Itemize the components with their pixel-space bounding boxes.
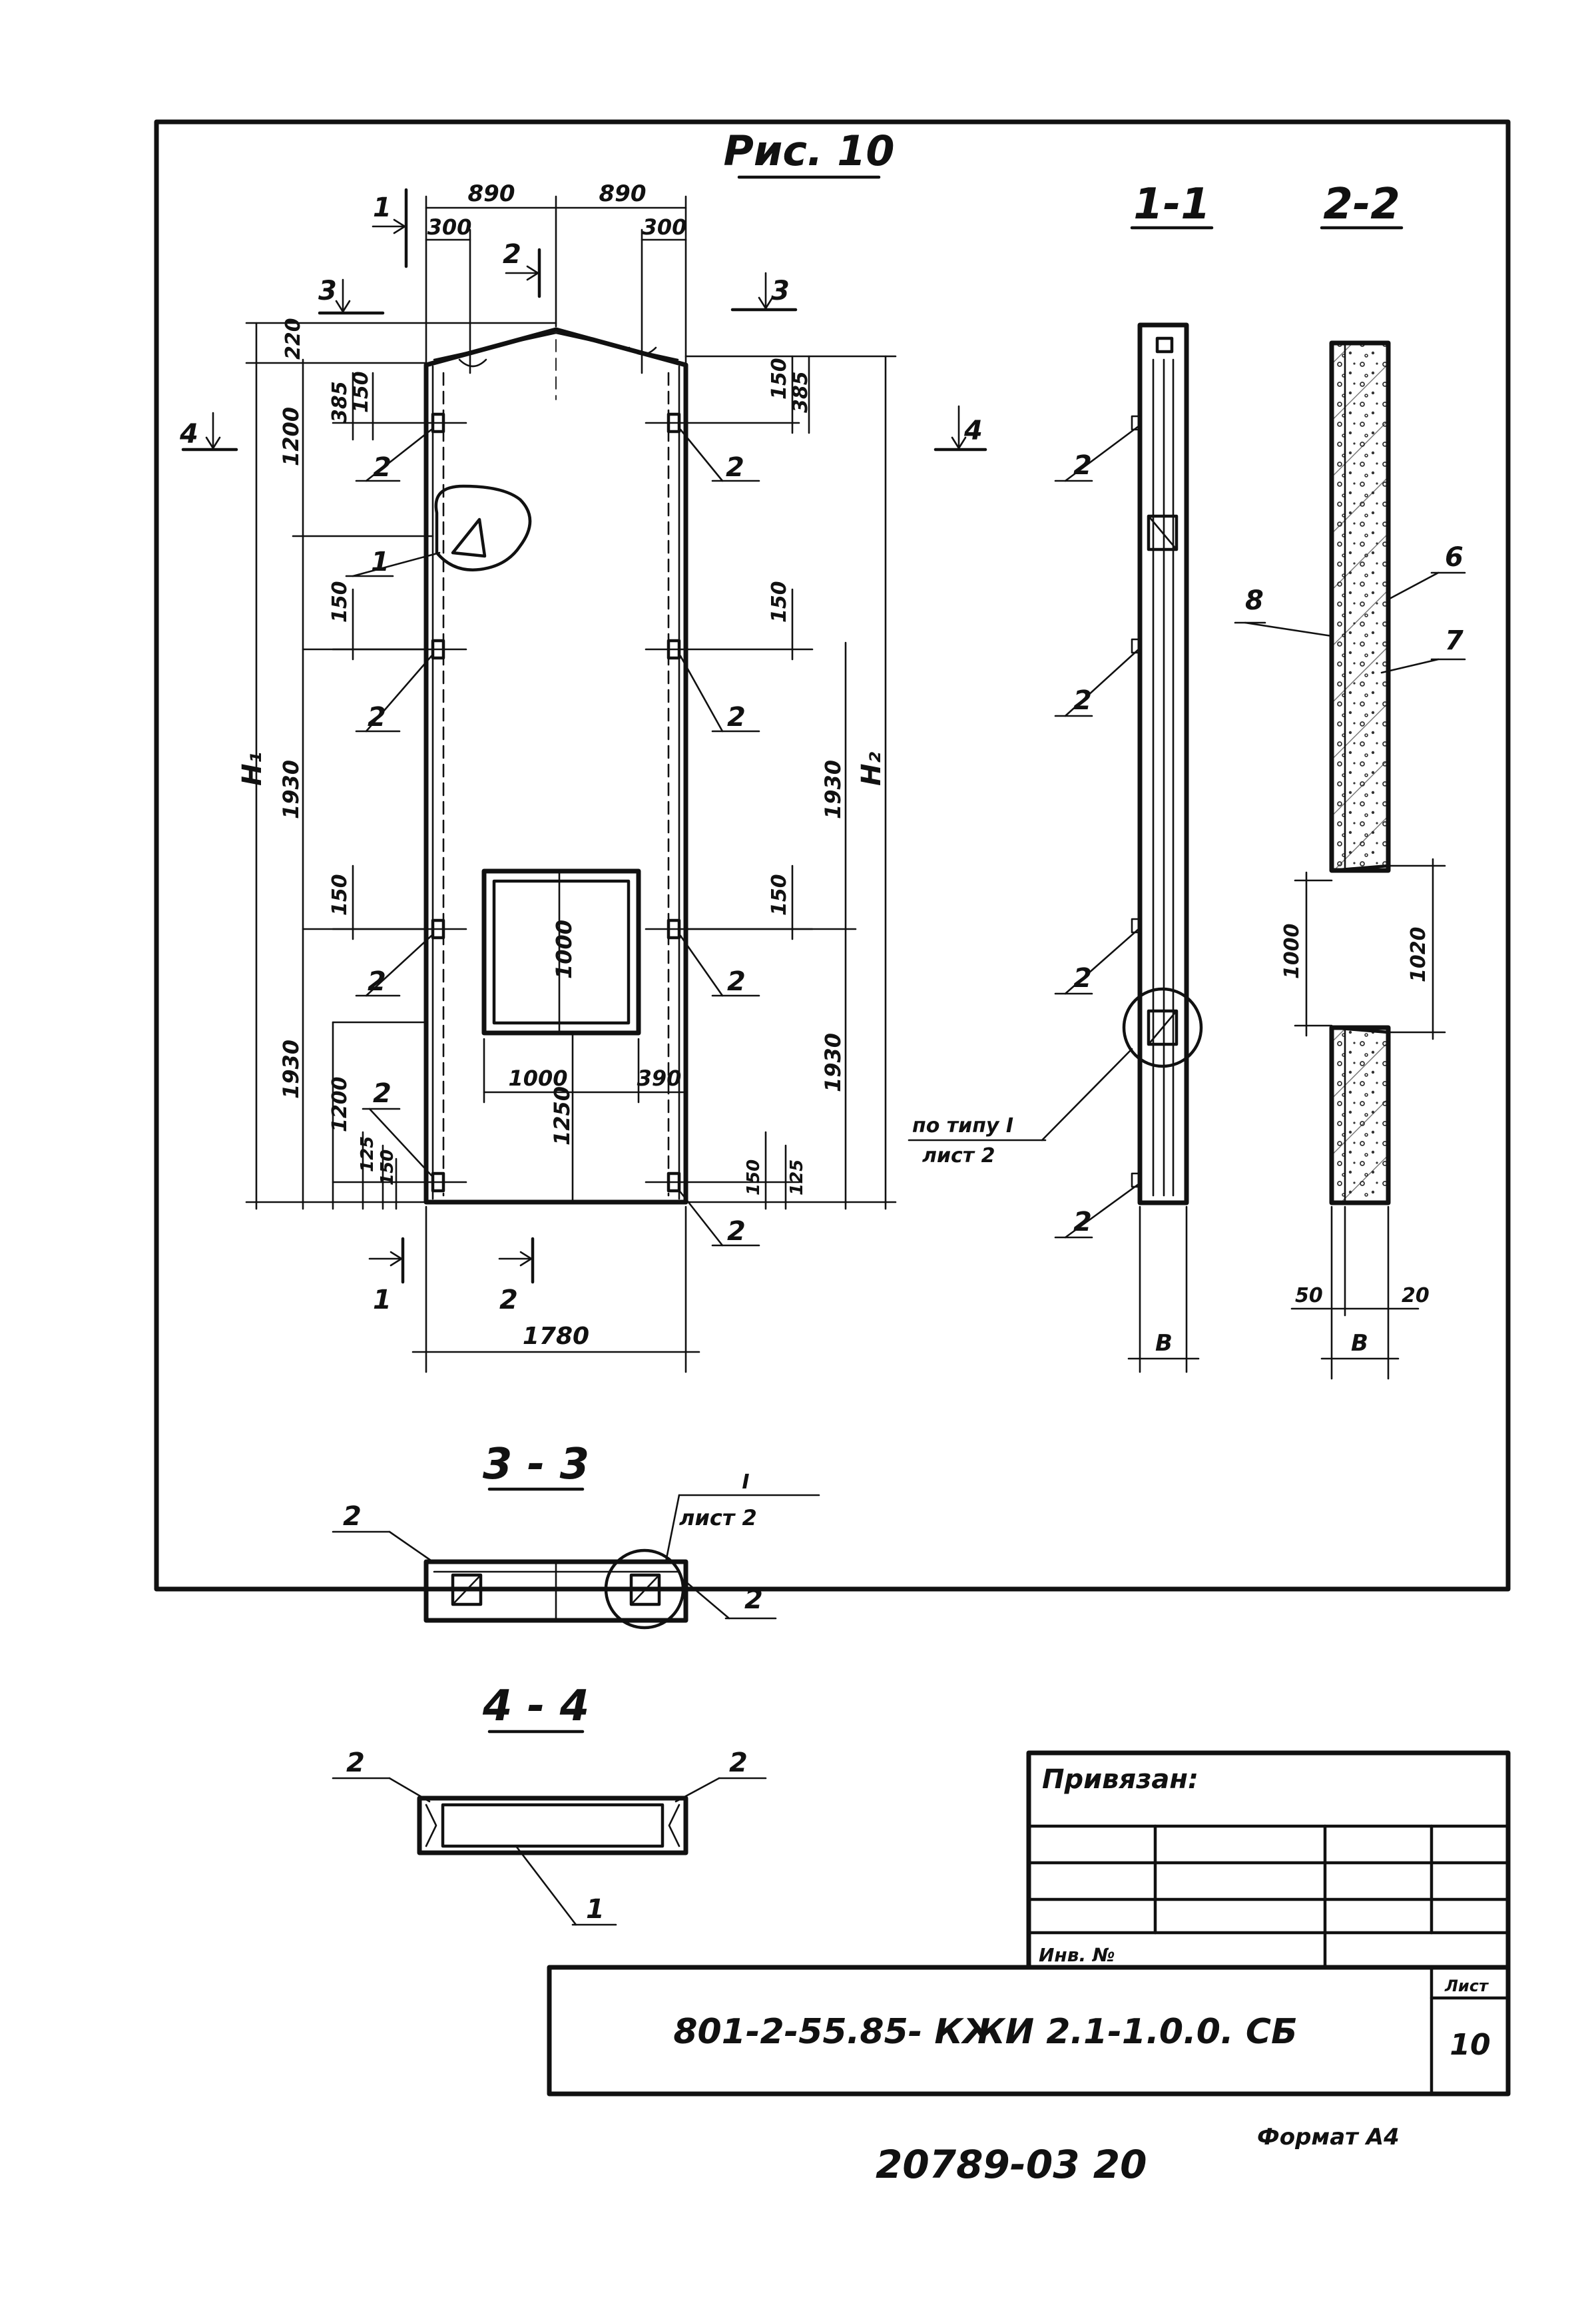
detail-circle-3-3 (604, 1548, 685, 1630)
section-2-2: 2-2 8 6 7 1000 1020 50 20 (1234, 180, 1466, 1380)
section-3-3: 3 - 3 2 2 I лист 2 (332, 1440, 820, 1630)
window-opening (481, 868, 641, 1036)
section-11-width: B (1155, 1330, 1173, 1357)
dim-top-890-left: 890 (468, 180, 515, 207)
callout-2-b: 2 (726, 452, 744, 483)
format-label: Формат А4 (1257, 2124, 1400, 2150)
dim-left-385: 385 (328, 381, 352, 423)
dim-left-1200-b: 1200 (328, 1077, 352, 1133)
title-block: Привязан: Инв. № 801-2-55.85- КЖИ 2.1-1.… (547, 1750, 1511, 2097)
section-title-1-1: 1-1 (1133, 180, 1210, 229)
callout-2-a: 2 (373, 452, 392, 483)
section-4-4: 4 - 4 2 2 1 (332, 1682, 767, 1926)
callout-2-h: 2 (727, 1216, 746, 1247)
callout-22-7: 7 (1445, 625, 1463, 656)
section-1-1: 1-1 2 2 2 2 по типу I лист 2 (908, 180, 1214, 1373)
dim-22-20: 20 (1402, 1284, 1430, 1307)
cut-mark-4-right: 4 (963, 416, 983, 446)
dim-right-150-d: 150 (744, 1159, 764, 1195)
dim-right-150-c: 150 (768, 874, 791, 916)
dim-left-125: 125 (358, 1136, 378, 1172)
cut-mark-2-top: 2 (503, 239, 521, 270)
callout-2-f: 2 (727, 966, 746, 997)
callout-2-e: 2 (368, 966, 386, 997)
dim-left-150-c: 150 (328, 874, 352, 916)
dim-right-150-b: 150 (768, 581, 791, 623)
dim-top-300-right: 300 (643, 214, 687, 240)
panel-elevation (332, 327, 814, 1205)
dim-window-sill: 1250 (549, 1086, 575, 1146)
note-33-line2: лист 2 (679, 1505, 757, 1530)
cut-mark-3-right: 3 (771, 276, 790, 306)
dim-22-50: 50 (1295, 1284, 1323, 1307)
callout-2-c: 2 (368, 702, 386, 733)
dim-left-150-b: 150 (328, 581, 352, 623)
dim-right-150-a: 150 (768, 358, 791, 400)
height-label-h2: H₂ (856, 752, 887, 786)
callout-11-2-c: 2 (1073, 963, 1092, 994)
dim-bottom-1780: 1780 (523, 1323, 589, 1350)
dim-left-1200-a: 1200 (278, 407, 304, 466)
section-title-2-2: 2-2 (1323, 180, 1400, 229)
callout-1: 1 (371, 547, 390, 577)
elevation-dimensions: 890 890 300 300 220 385 150 1200 150 193… (237, 180, 897, 1373)
cut-mark-1-bottom: 1 (373, 1285, 392, 1315)
stamp-number-visible: 20789-03 20 (876, 2142, 1147, 2187)
dim-left-150-a: 150 (350, 371, 373, 413)
section-22-width: B (1351, 1330, 1368, 1357)
sheet-frame (154, 119, 1511, 1592)
dim-22-1020: 1020 (1407, 927, 1430, 983)
height-label-h1: H₁ (237, 752, 268, 786)
callout-11-2-a: 2 (1073, 450, 1092, 481)
dim-right-1930-b: 1930 (820, 1033, 846, 1092)
section-cut-marks: 1 2 3 4 1 2 3 4 (179, 188, 987, 1315)
figure-title: Рис. 10 (723, 127, 894, 175)
callout-44-2-right: 2 (729, 1748, 748, 1778)
dim-window-offset: 390 (637, 1066, 682, 1091)
cut-mark-2-bottom: 2 (499, 1285, 518, 1315)
callout-22-8: 8 (1245, 585, 1264, 616)
dim-window-height: 1000 (551, 920, 577, 979)
callout-2-d: 2 (727, 702, 746, 733)
cutaway-detail (434, 484, 532, 571)
section-title-4-4: 4 - 4 (482, 1682, 589, 1731)
dim-left-1930-a: 1930 (278, 760, 304, 819)
section-4-4-body (417, 1796, 688, 1855)
callout-22-6: 6 (1445, 542, 1463, 573)
dim-left-220: 220 (282, 318, 305, 360)
callout-33-2-right: 2 (744, 1584, 763, 1615)
dim-window-width: 1000 (508, 1066, 567, 1091)
dim-left-150-d: 150 (378, 1149, 398, 1185)
callout-44-1: 1 (586, 1894, 605, 1925)
dim-right-385: 385 (789, 371, 812, 413)
callout-33-2-left: 2 (343, 1501, 362, 1532)
dim-22-1000: 1000 (1280, 924, 1304, 980)
note-11-line2: лист 2 (922, 1144, 995, 1167)
section-1-1-body (1137, 322, 1189, 1205)
elevation-callouts: 2 2 2 2 2 2 2 2 2 1 (345, 428, 760, 1247)
dim-top-890-right: 890 (599, 180, 647, 207)
detail-circle-1-1 (1122, 987, 1203, 1068)
callout-2-g: 2 (373, 1078, 392, 1109)
sheet-label: Лист (1444, 1977, 1489, 1995)
sheet-number: 10 (1450, 2028, 1490, 2062)
section-title-3-3: 3 - 3 (483, 1440, 589, 1489)
dim-left-1930-b: 1930 (278, 1040, 304, 1099)
dim-right-125: 125 (787, 1159, 807, 1195)
drawing-code: 801-2-55.85- КЖИ 2.1-1.0.0. СБ (673, 2012, 1297, 2052)
cut-mark-4-left: 4 (179, 419, 198, 450)
bound-label: Привязан: (1042, 1764, 1198, 1795)
cut-mark-1-top: 1 (373, 192, 392, 223)
callout-44-2-left: 2 (346, 1748, 365, 1778)
dim-top-300-left: 300 (427, 214, 472, 240)
note-33-line1: I (742, 1471, 749, 1494)
dim-right-1930-a: 1930 (820, 760, 846, 819)
callout-11-2-d: 2 (1073, 1207, 1092, 1237)
callout-11-2-b: 2 (1073, 685, 1092, 716)
cut-mark-3-left: 3 (318, 276, 337, 306)
note-11-line1: по типу I (912, 1114, 1013, 1138)
panel-outline (423, 327, 688, 1205)
inv-label: Инв. № (1039, 1944, 1115, 1966)
